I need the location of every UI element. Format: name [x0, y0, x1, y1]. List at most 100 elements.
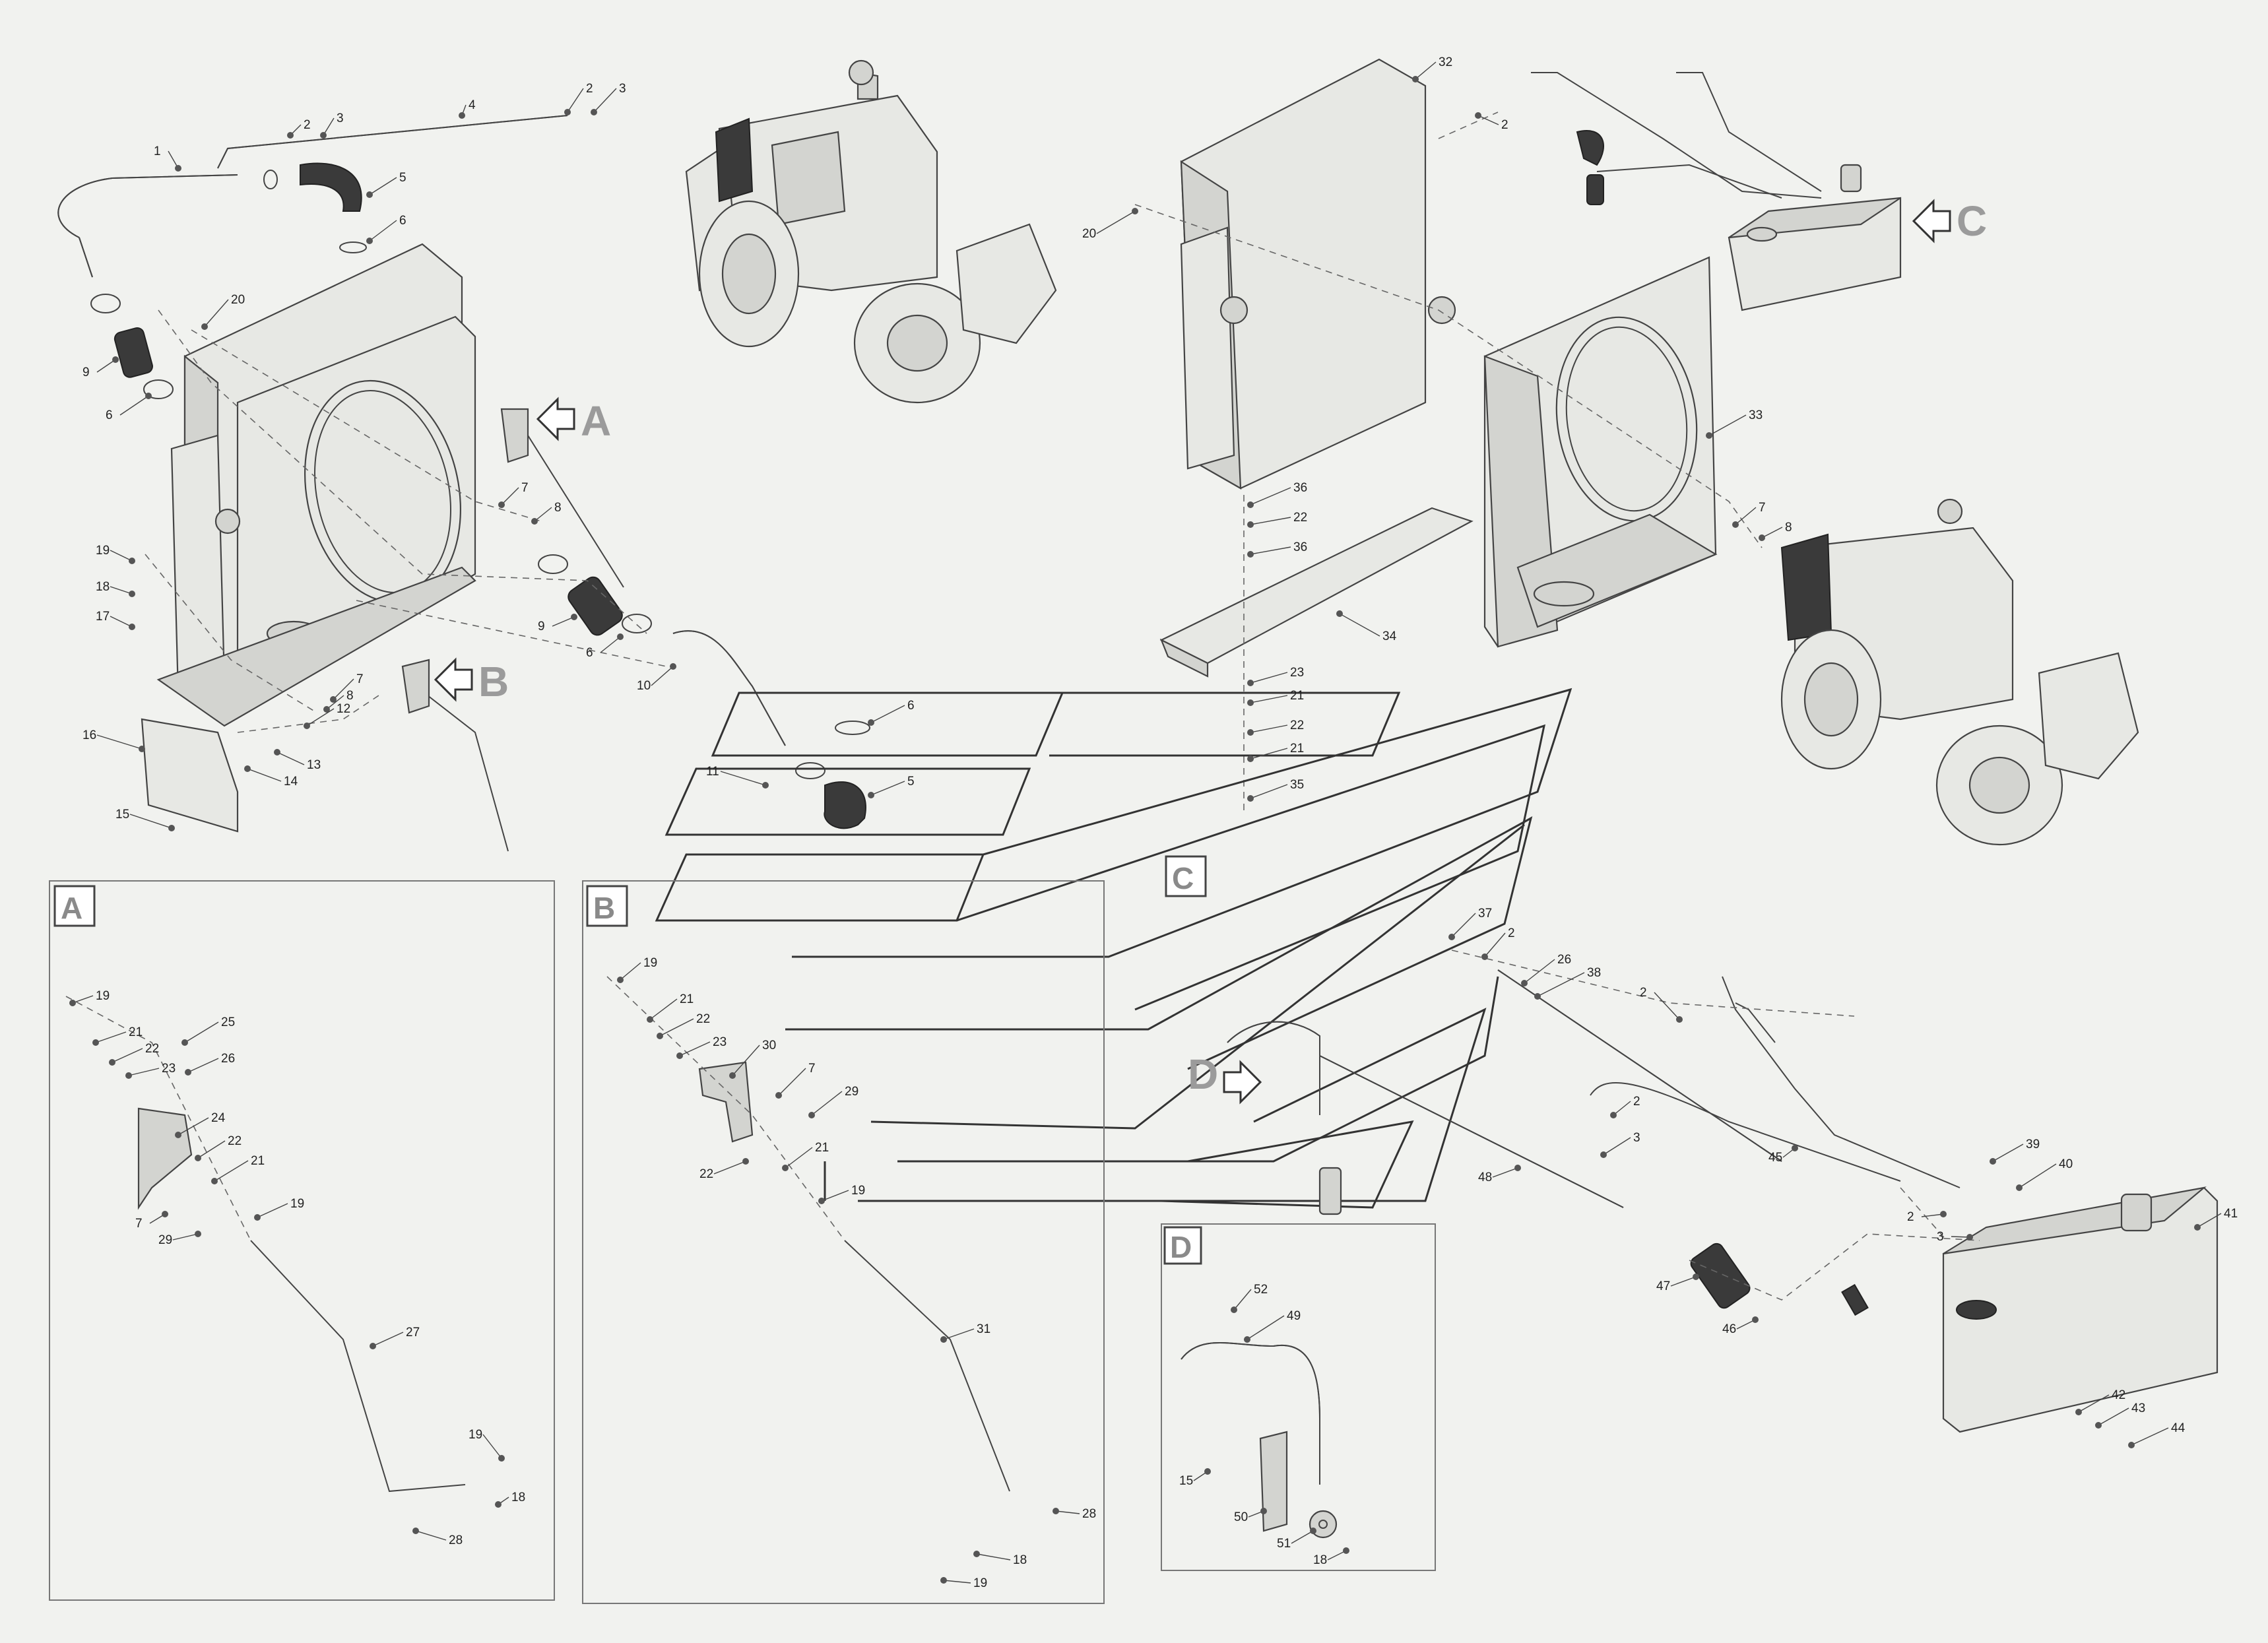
leader-line [720, 771, 766, 786]
leader-target-dot [320, 132, 327, 139]
leader-line [2019, 1163, 2057, 1188]
part-label: 5 [868, 775, 915, 798]
part-label: 7 [135, 1211, 168, 1231]
part-label: 19 [96, 544, 135, 564]
tractor-overview-right [1780, 498, 2139, 846]
part-number: 25 [221, 1015, 235, 1029]
part-number: 3 [1633, 1131, 1640, 1145]
leader-target-dot [2095, 1422, 2102, 1429]
leader-target-dot [742, 1158, 749, 1165]
part-number: 7 [808, 1062, 816, 1076]
leader-line [1250, 672, 1288, 684]
part-number: 15 [115, 808, 129, 822]
radiator-assembly-left [57, 115, 870, 852]
part-number: 50 [1234, 1510, 1248, 1524]
leader-line [1613, 1101, 1631, 1116]
leader-line [1327, 1550, 1347, 1561]
leader-target-dot [1521, 980, 1528, 986]
part-number: 8 [554, 501, 562, 515]
part-number: 1 [154, 145, 161, 158]
part-label: 28 [412, 1528, 463, 1547]
part-label: 37 [1448, 907, 1492, 940]
leader-target-dot [868, 719, 874, 726]
leader-target-dot [1481, 953, 1488, 960]
leader-line [2098, 1407, 2129, 1426]
leader-line [821, 1190, 849, 1202]
part-label: 30 [729, 1039, 776, 1079]
part-label: 2 [1475, 112, 1508, 132]
leader-target-dot [1732, 521, 1739, 528]
part-number: 9 [82, 366, 90, 379]
part-label: 12 [304, 702, 350, 729]
leader-line [1735, 507, 1757, 525]
part-label: 7 [775, 1062, 816, 1099]
leader-line [1250, 725, 1288, 733]
leader-line [168, 150, 179, 169]
part-label: 22 [1247, 511, 1307, 528]
part-number: 22 [699, 1167, 713, 1181]
part-number: 42 [2112, 1388, 2125, 1402]
leader-target-dot [729, 1072, 736, 1079]
part-number: 10 [637, 679, 651, 693]
leader-line [811, 1091, 843, 1116]
detail-box-c-label: C [1165, 855, 1207, 897]
leader-line [1415, 61, 1437, 80]
leader-line [257, 1203, 288, 1218]
part-number: 19 [851, 1184, 865, 1198]
part-number: 52 [1254, 1283, 1268, 1297]
part-number: 8 [1785, 521, 1792, 534]
part-number: 23 [162, 1062, 176, 1076]
leader-target-dot [1204, 1468, 1211, 1475]
part-label: 18 [1313, 1547, 1349, 1567]
leader-line [482, 1434, 502, 1459]
part-label: 21 [211, 1154, 265, 1184]
leader-line [659, 1018, 694, 1037]
part-label: 28 [1053, 1507, 1096, 1521]
leader-line [620, 962, 641, 981]
part-label: 42 [2075, 1388, 2125, 1415]
callout-arrow-b: B [434, 657, 509, 705]
part-number: 2 [1501, 118, 1508, 132]
leader-target-dot [287, 132, 294, 139]
part-number: 16 [82, 728, 96, 742]
leader-target-dot [109, 1059, 115, 1066]
part-number: 2 [1907, 1210, 1914, 1224]
leader-line [214, 1160, 249, 1182]
part-number: 28 [1082, 1507, 1096, 1521]
part-number: 20 [231, 293, 245, 307]
part-number: 38 [1587, 966, 1601, 980]
leader-target-dot [1247, 501, 1254, 508]
radiator-assembly-right [1134, 58, 1763, 812]
leader-line [110, 550, 133, 562]
part-number: 23 [713, 1035, 727, 1049]
leader-target-dot [1053, 1508, 1059, 1514]
leader-target-dot [366, 238, 373, 244]
leader-line [1339, 613, 1380, 637]
part-label: 32 [1412, 55, 1452, 82]
leader-line [1233, 1289, 1252, 1310]
leader-target-dot [1759, 534, 1765, 541]
part-number: 29 [845, 1085, 859, 1099]
part-number: 21 [1290, 742, 1304, 756]
leader-target-dot [1247, 756, 1254, 762]
part-label: 6 [868, 699, 915, 726]
part-label: 7 [498, 481, 529, 508]
part-number: 19 [643, 956, 657, 970]
part-label: 41 [2194, 1207, 2238, 1231]
part-label: 4 [459, 98, 476, 119]
part-number: 26 [1557, 953, 1571, 967]
part-number: 27 [406, 1326, 420, 1339]
part-number: 19 [290, 1197, 304, 1211]
part-number: 39 [2026, 1138, 2040, 1151]
leader-target-dot [175, 165, 181, 172]
leader-line [785, 1147, 813, 1169]
leader-line [1096, 210, 1136, 234]
leader-target-dot [1600, 1151, 1607, 1158]
leader-target-dot [498, 501, 505, 508]
leader-line [1250, 546, 1291, 555]
leader-target-dot [564, 109, 571, 115]
part-label: 29 [808, 1085, 859, 1118]
part-label: 8 [1759, 521, 1792, 541]
